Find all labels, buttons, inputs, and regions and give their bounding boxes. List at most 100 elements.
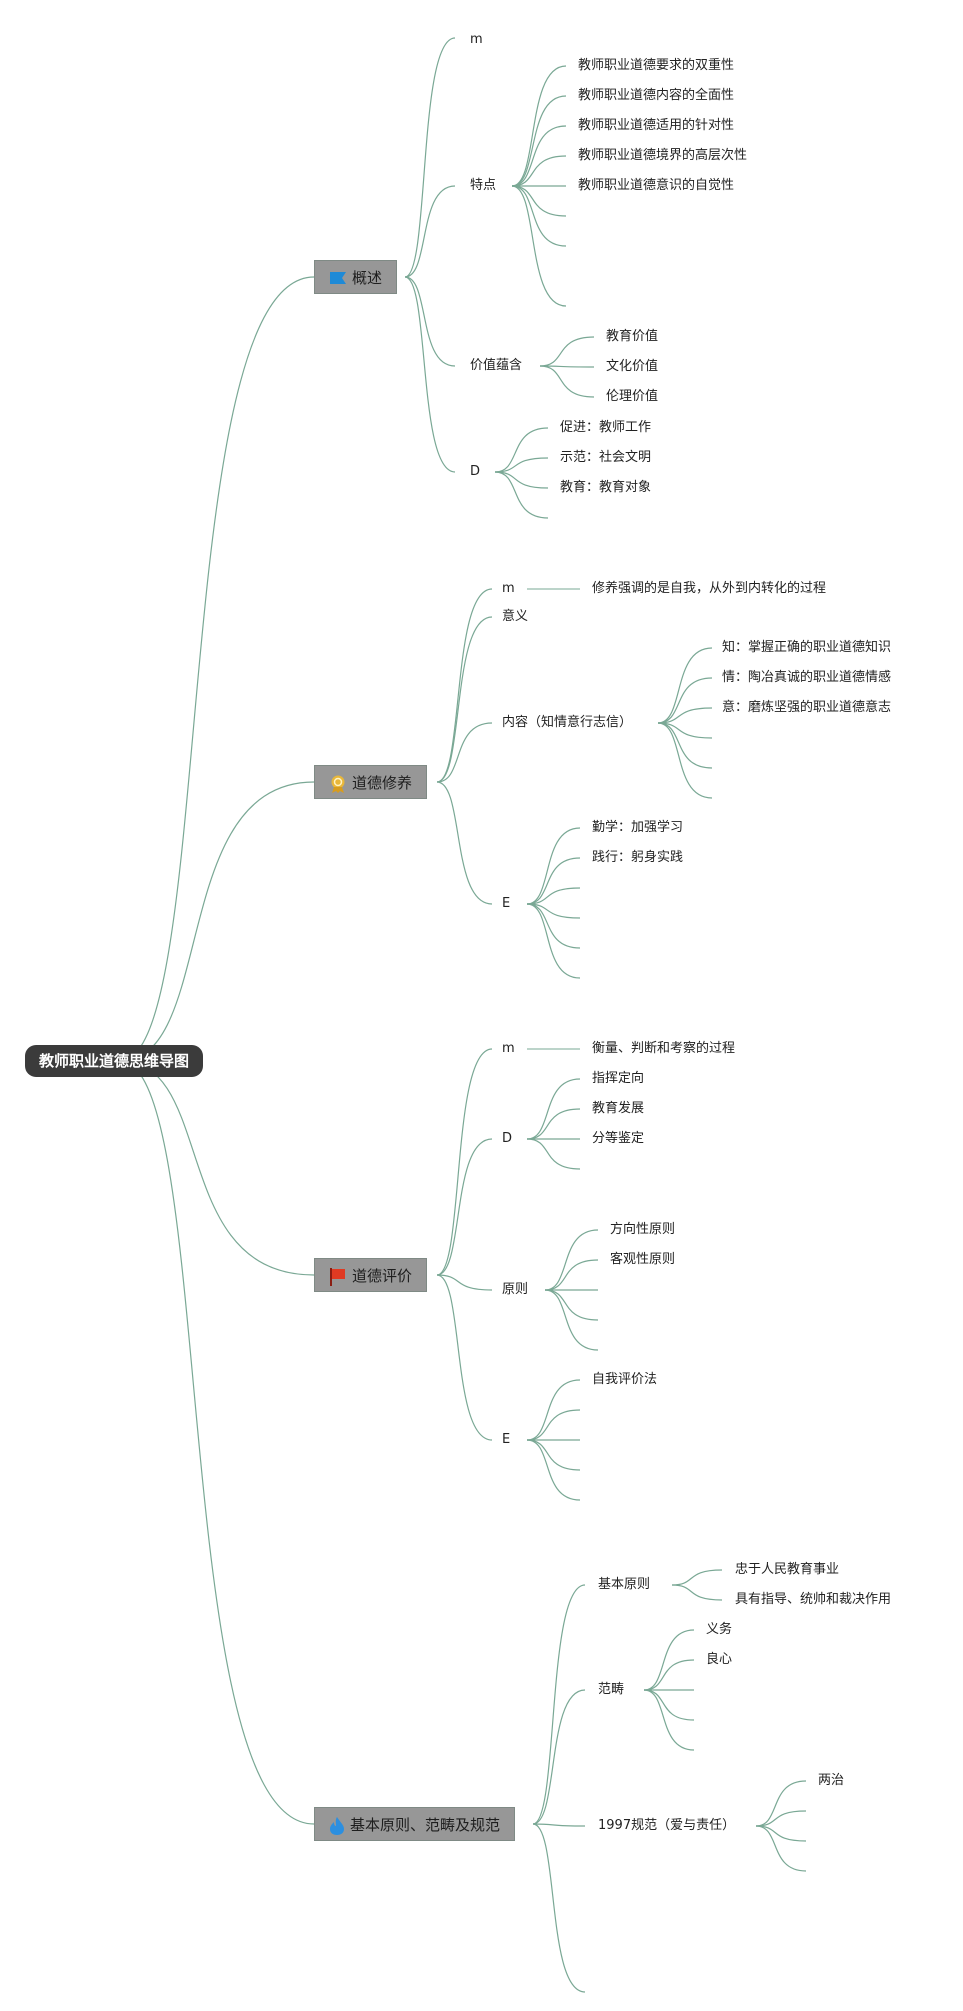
connector-line [544,1289,599,1351]
leaf-node[interactable]: 教师职业道德要求的双重性 [578,58,735,73]
connector-line [539,336,595,367]
leaf-node[interactable]: 勤学：加强学习 [592,820,684,835]
subnode[interactable]: D [502,1131,513,1146]
subnode[interactable]: 特点 [470,178,497,193]
subnode[interactable]: m [502,1041,515,1056]
connector-line [119,781,315,1062]
connector-line [404,185,456,278]
subnode[interactable]: 范畴 [598,1682,625,1697]
connector-line [436,616,493,783]
branch-moral-cultivation[interactable]: 道德修养 [314,765,428,799]
connector-line [494,471,549,519]
connector-line [755,1780,807,1827]
connector-line [755,1810,807,1827]
subnode[interactable]: 意义 [502,609,529,624]
leaf-node[interactable]: 示范：社会文明 [560,450,652,465]
leaf-node[interactable]: 文化价值 [606,359,659,374]
leaf-node[interactable]: 教育价值 [606,329,659,344]
leaf-node[interactable]: 教师职业道德内容的全面性 [578,88,735,103]
connector-line [671,1584,723,1601]
branch-label: 基本原则、范畴及规范 [350,1816,501,1834]
leaf-node[interactable]: 意：磨炼坚强的职业道德意志 [722,700,892,715]
connector-line [526,1078,581,1140]
connector-line [404,276,456,367]
subnode[interactable]: 原则 [502,1282,529,1297]
leaf-node[interactable]: 伦理价值 [606,389,659,404]
connector-line [511,185,567,247]
leaf-node[interactable]: 促进：教师工作 [560,420,652,435]
subnode[interactable]: m [502,581,515,596]
leaf-node[interactable]: 忠于人民教育事业 [735,1562,840,1577]
leaf-node[interactable]: 教师职业道德适用的针对性 [578,118,735,133]
leaf-node[interactable]: 教育发展 [592,1101,645,1116]
connector-line [526,857,581,905]
leaf-node[interactable]: 分等鉴定 [592,1131,645,1146]
subnode[interactable]: m [470,32,483,47]
connector-line [436,722,493,783]
connector-line [526,903,581,919]
leaf-node[interactable]: 衡量、判断和考察的过程 [592,1041,736,1056]
connector-line [526,1108,581,1140]
connector-line [119,1060,315,1825]
leaf-node[interactable]: 教育：教育对象 [560,480,652,495]
connector-line [436,588,493,783]
subnode[interactable]: 内容（知情意行志信） [502,715,633,730]
connector-line [511,185,567,307]
connector-line [544,1259,599,1291]
leaf-node[interactable]: 义务 [706,1622,733,1637]
leaf-node[interactable]: 知：掌握正确的职业道德知识 [722,640,892,655]
connector-line [532,1823,586,1827]
connector-line [657,722,713,739]
connector-line [755,1825,807,1872]
leaf-node[interactable]: 具有指导、统帅和裁决作用 [735,1592,892,1607]
leaf-node[interactable]: 方向性原则 [610,1222,676,1237]
connector-line [755,1825,807,1842]
leaf-node[interactable]: 教师职业道德意识的自觉性 [578,178,735,193]
connector-line [436,1274,493,1441]
connector-line [657,647,713,724]
leaf-node[interactable]: 良心 [706,1652,733,1667]
subnode[interactable]: 价值蕴含 [470,358,523,373]
leaf-node[interactable]: 践行：躬身实践 [592,850,684,865]
leaf-node[interactable]: 指挥定向 [592,1071,645,1086]
root-node[interactable]: 教师职业道德思维导图 [25,1045,204,1077]
leaf-node[interactable]: 教师职业道德境界的高层次性 [578,148,748,163]
connector-line [436,1138,493,1276]
branch-label: 概述 [352,269,383,287]
subnode[interactable]: D [470,464,481,479]
branch-label: 道德修养 [352,774,413,792]
branch-moral-evaluation[interactable]: 道德评价 [314,1258,428,1292]
connector-line [643,1659,695,1691]
subnode[interactable]: 1997规范（爱与责任） [598,1818,736,1833]
leaf-node[interactable]: 自我评价法 [592,1372,658,1387]
connector-line [436,1274,493,1291]
connector-line [526,1439,581,1471]
subnode[interactable]: E [502,896,511,911]
leaf-node[interactable]: 情：陶冶真诚的职业道德情感 [722,670,892,685]
branch-principles-categories-norms[interactable]: 基本原则、范畴及规范 [314,1807,516,1841]
leaf-node[interactable]: 客观性原则 [610,1252,676,1267]
connector-line [643,1689,695,1721]
connector-line [544,1289,599,1321]
connector-line [532,1689,586,1825]
subnode[interactable]: E [502,1432,511,1447]
leaf-node[interactable]: 两治 [818,1773,845,1788]
connector-line [119,276,315,1062]
branch-overview[interactable]: 概述 [314,260,398,294]
connector-line [404,276,456,473]
connector-line [532,1584,586,1825]
connector-line [526,1138,581,1170]
connector-line [494,471,549,489]
connector-line [657,722,713,799]
connector-line [511,95,567,187]
flame-icon [329,1816,345,1836]
blue-flag-icon [329,271,347,287]
connector-line [436,781,493,905]
leaf-node[interactable]: 修养强调的是自我，从外到内转化的过程 [592,581,827,596]
connector-line [643,1629,695,1691]
connector-line [532,1823,586,1993]
connector-line [511,125,567,187]
subnode[interactable]: 基本原则 [598,1577,651,1592]
connector-line [526,827,581,905]
connector-line [657,707,713,724]
